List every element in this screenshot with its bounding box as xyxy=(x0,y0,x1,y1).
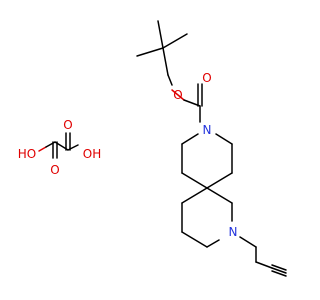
bond-spiro-c-left xyxy=(181,187,208,204)
bond-tbu-o xyxy=(167,74,173,86)
carbonyl-oxygen-label-top: O xyxy=(63,118,72,132)
oxalic-acid: HO O O OH xyxy=(18,118,101,177)
bond-ring2-bottom-left xyxy=(181,231,208,248)
bond-triple-b xyxy=(271,267,287,274)
bond-tbu-quaternary xyxy=(162,47,169,76)
bond-triple-c xyxy=(271,270,287,277)
bond-ring2-bottom-n xyxy=(206,239,220,248)
bond-pip-c6-n xyxy=(215,133,233,145)
boc-spiro-amine: O O N N xyxy=(136,20,287,277)
hydroxyl-label: HO xyxy=(18,147,36,161)
bond-c-oh-left xyxy=(38,146,47,152)
hydroxyl-label-right: OH xyxy=(83,147,101,161)
amine-nitrogen-label: N xyxy=(229,225,238,239)
bond-c-oh-right xyxy=(67,144,79,151)
carbamate-nitrogen-label: N xyxy=(203,123,212,137)
bond-spiro-ch2 xyxy=(206,187,233,204)
bond-spiro-c5 xyxy=(206,172,233,189)
bond-tbu-methyl-left xyxy=(136,47,164,57)
carbonyl-oxygen-label: O xyxy=(202,71,211,85)
bond-tbu-methyl-right xyxy=(162,33,188,49)
bond-tbu-methyl-top xyxy=(157,20,164,49)
bond-triple-a xyxy=(271,264,287,271)
structure-canvas: HO O O OH O O N xyxy=(18,20,287,277)
bond-n-chain xyxy=(239,236,257,248)
bond-chain-alkyne-start xyxy=(255,261,273,269)
carbonyl-oxygen-label-bottom: O xyxy=(50,163,59,177)
ester-oxygen-label: O xyxy=(173,88,182,102)
bond-ester-o-c xyxy=(171,89,185,101)
molecule-drawing: HO O O OH O O N xyxy=(18,20,287,277)
bond-pip-n-c2 xyxy=(181,133,199,145)
bond-pip-c3-spiro xyxy=(181,172,208,189)
